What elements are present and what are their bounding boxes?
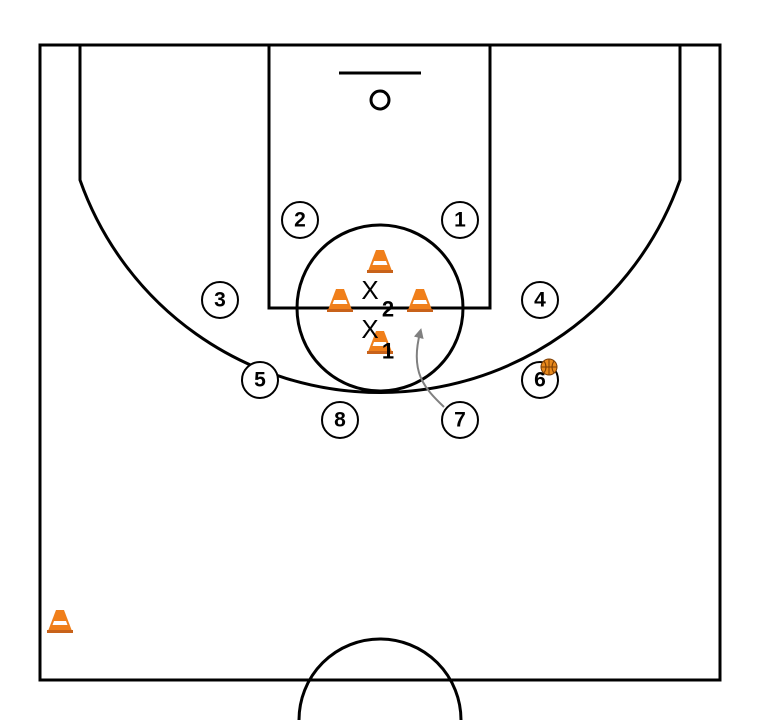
cone-icon [367, 250, 393, 273]
defender-x2: X 2 [361, 275, 394, 322]
defender-number: 1 [382, 339, 394, 364]
player-5: 5 [241, 361, 279, 399]
player-3: 3 [201, 281, 239, 319]
offensive-players: 1 2 3 4 5 6 7 8 [201, 201, 559, 439]
cone-icon [407, 289, 433, 312]
player-1: 1 [441, 201, 479, 239]
half-court [38, 43, 722, 720]
player-marker [321, 401, 359, 439]
movement-arrow [413, 328, 445, 408]
player-number: 5 [254, 369, 266, 392]
court-boundary [38, 43, 722, 682]
player-number: 1 [454, 209, 466, 232]
basket-rim [369, 89, 391, 111]
player-number: 7 [454, 409, 466, 432]
player-number: 2 [294, 209, 306, 232]
player-number: 4 [534, 289, 546, 312]
player-marker [201, 281, 239, 319]
defender-number: 2 [382, 297, 394, 322]
defender-x1: X 1 [361, 314, 394, 364]
free-throw-circle [295, 223, 465, 393]
defender-letter: X [361, 314, 378, 344]
player-marker [521, 281, 559, 319]
player-number: 8 [334, 409, 346, 432]
player-marker [441, 401, 479, 439]
player-7: 7 [441, 401, 479, 439]
cones [47, 250, 433, 633]
basketball-icon [540, 358, 558, 376]
cone-icon [327, 289, 353, 312]
free-throw-lane [267, 43, 492, 310]
defender-letter: X [361, 275, 378, 305]
defenders: X 2 X 1 [361, 275, 394, 364]
player-marker [281, 201, 319, 239]
player-2: 2 [281, 201, 319, 239]
player-8: 8 [321, 401, 359, 439]
cone-icon [367, 331, 393, 354]
center-circle [297, 637, 463, 720]
cone-icon [47, 610, 73, 633]
player-number: 6 [534, 369, 546, 392]
player-number: 3 [214, 289, 226, 312]
player-marker [441, 201, 479, 239]
player-4: 4 [521, 281, 559, 319]
player-marker [241, 361, 279, 399]
